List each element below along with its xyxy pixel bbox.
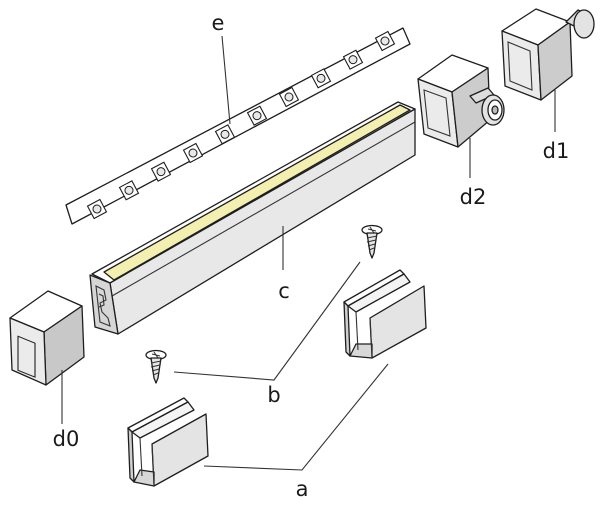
channel-profile-c	[89, 101, 416, 335]
leader-lines	[61, 35, 556, 471]
label-b: b	[267, 383, 280, 407]
led-chip	[150, 161, 172, 182]
mounting-clip-a-upper	[343, 269, 427, 359]
led-chip	[214, 124, 236, 145]
leader-e	[221, 35, 231, 125]
screw-b-lower	[145, 349, 167, 384]
label-c: c	[278, 279, 290, 303]
end-cap-d0	[9, 290, 85, 386]
end-cap-d1	[501, 8, 595, 101]
led-chip	[342, 49, 364, 70]
led-chip	[118, 180, 140, 201]
label-e: e	[212, 11, 225, 35]
end-cap-d2	[417, 54, 505, 148]
led-chip	[278, 86, 300, 108]
leader-b	[173, 261, 361, 381]
led-chip	[374, 30, 396, 52]
part-labels: e c d2 d1 d0 b a	[53, 11, 570, 501]
led-chip	[246, 105, 268, 126]
led-chip	[310, 68, 332, 89]
mounting-clip-a-lower	[127, 397, 209, 487]
leader-a	[203, 363, 389, 471]
label-a: a	[296, 477, 309, 501]
led-chip	[182, 142, 204, 164]
label-d2: d2	[460, 185, 487, 209]
label-d0: d0	[53, 427, 80, 451]
led-chips	[86, 30, 396, 220]
led-chip	[86, 198, 108, 220]
label-d1: d1	[543, 139, 570, 163]
led-strip-e	[65, 27, 411, 225]
screw-b-upper	[361, 224, 383, 259]
